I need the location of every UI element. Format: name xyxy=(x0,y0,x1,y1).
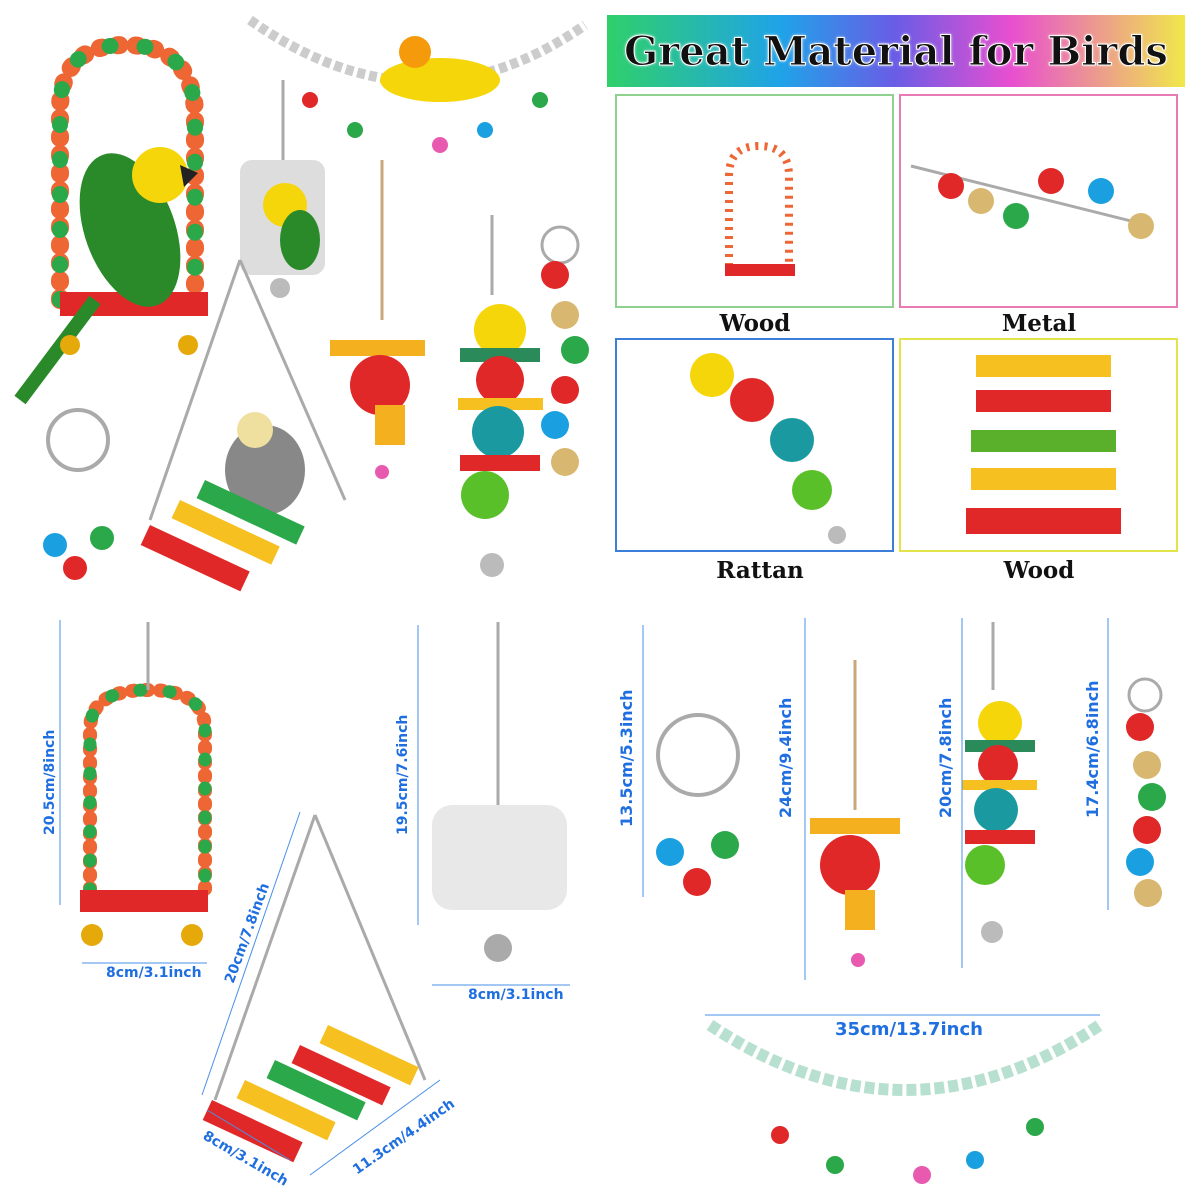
dimension-products xyxy=(59,618,1166,1184)
rattan-toy-product xyxy=(962,622,1037,943)
product-collage xyxy=(14,15,589,592)
rattan-toy-height-label: 20cm/7.8inch xyxy=(936,697,955,818)
mirror-with-bird xyxy=(240,80,325,298)
bell-chain-image xyxy=(910,164,1154,239)
rope-toy xyxy=(330,160,425,479)
rattan-toy-image xyxy=(690,353,846,544)
rope-toy-product xyxy=(810,660,900,967)
material-box-wood-ladder xyxy=(899,338,1178,552)
title-banner: Great Material for Birds xyxy=(607,15,1185,87)
arch-swing-product xyxy=(80,622,212,946)
material-label-metal: Metal xyxy=(1001,310,1077,337)
chain-bridge-width-label: 35cm/13.7inch xyxy=(835,1019,983,1040)
mirror-height-label: 19.5cm/7.6inch xyxy=(395,714,411,835)
arch-swing-image xyxy=(725,141,795,276)
mirror-product xyxy=(432,622,567,962)
chain-bridge-product xyxy=(706,1020,1104,1184)
material-label-wood: Wood xyxy=(719,310,791,337)
rope-toy-height-label: 24cm/9.4inch xyxy=(776,697,795,818)
material-label-rattan: Rattan xyxy=(716,557,804,584)
arch-swing-with-parrot xyxy=(14,35,208,405)
bell-chain-height-label: 17.4cm/6.8inch xyxy=(1083,680,1102,818)
material-label-wood-ladder: Wood xyxy=(1003,557,1075,584)
material-box-wood xyxy=(615,94,894,308)
arch-swing-height-label: 20.5cm/8inch xyxy=(42,729,58,835)
ring-toy xyxy=(43,408,114,580)
material-box-metal xyxy=(899,94,1178,308)
ladder-image xyxy=(966,355,1121,534)
ring-toy-height-label: 13.5cm/5.3inch xyxy=(617,689,636,827)
material-box-rattan xyxy=(615,338,894,552)
rattan-ball-toy xyxy=(458,215,543,577)
hanging-swing-with-cockatiel xyxy=(140,259,347,592)
mirror-width-label: 8cm/3.1inch xyxy=(468,987,564,1003)
bell-chain-toy xyxy=(540,225,589,476)
ring-toy-product xyxy=(656,713,740,896)
bell-chain-product xyxy=(1126,677,1166,907)
chain-bridge-with-lovebirds xyxy=(247,15,588,153)
banner-title: Great Material for Birds xyxy=(624,27,1169,75)
hanging-swing-product xyxy=(202,814,427,1163)
arch-swing-width-label: 8cm/3.1inch xyxy=(106,965,202,981)
